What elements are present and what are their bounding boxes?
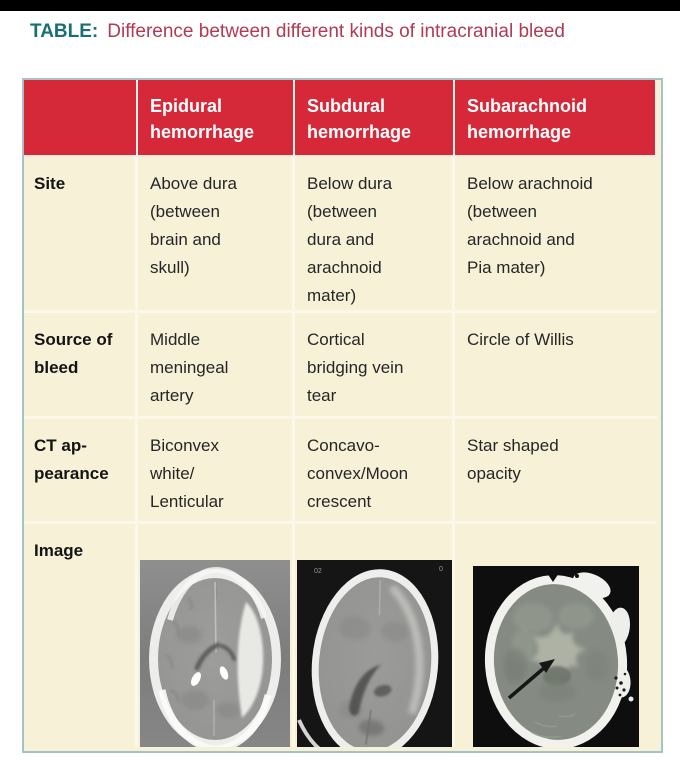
subdural-ct-scan: 02 0	[297, 560, 452, 747]
ventricle-dark	[349, 664, 381, 716]
cell-image-subdural: 02 0	[295, 524, 455, 747]
cell-image-epidural	[138, 524, 295, 747]
cell-source-epidural: Middle meningeal artery	[138, 313, 295, 419]
header-empty-cell	[24, 80, 138, 157]
cell-source-subdural: Cortical bridging vein tear	[295, 313, 455, 419]
page-title: TABLE: Difference between different kinds…	[30, 21, 565, 43]
scan-label-topleft: 02	[314, 568, 322, 575]
header-subarachnoid: Subarachnoid hemorrhage	[455, 80, 657, 157]
epidural-ct-scan	[140, 560, 290, 747]
cell-site-subdural: Below dura (between dura and arachnoid m…	[295, 157, 455, 313]
cell-site-subarachnoid: Below arachnoid (between arachnoid and P…	[455, 157, 657, 313]
calcifications	[191, 666, 229, 686]
title-prefix: TABLE:	[30, 21, 99, 42]
cell-ct-subdural: Concavo- convex/Moon crescent	[295, 419, 455, 524]
title-text: Difference between different kinds of in…	[107, 21, 565, 42]
intracranial-bleed-table: Epidural hemorrhage Subdural hemorrhage …	[22, 78, 663, 753]
scan-label-topright: 0	[439, 566, 443, 573]
cell-ct-epidural: Biconvex white/ Lenticular	[138, 419, 295, 524]
cell-ct-subarachnoid: Star shaped opacity	[455, 419, 657, 524]
star-shaped-opacity	[529, 622, 587, 680]
subarachnoid-ct-scan	[473, 566, 639, 747]
cell-image-subarachnoid	[455, 524, 657, 747]
row-label-source-of-bleed: Source of bleed	[24, 313, 138, 419]
row-label-ct-appearance: CT ap- pearance	[24, 419, 138, 524]
arrow-annotation	[507, 659, 555, 700]
epidural-hematoma-lens	[237, 602, 264, 718]
falx-line	[214, 581, 217, 653]
header-subdural: Subdural hemorrhage	[295, 80, 455, 157]
row-label-site: Site	[24, 157, 138, 313]
subdural-crescent	[388, 584, 424, 715]
ventricle-slits	[194, 642, 236, 671]
mastoid-speckles	[614, 672, 627, 697]
row-label-image: Image	[24, 524, 138, 747]
top-black-bar	[0, 0, 680, 11]
cell-site-epidural: Above dura (between brain and skull)	[138, 157, 295, 313]
cell-source-subarachnoid: Circle of Willis	[455, 313, 657, 419]
header-epidural: Epidural hemorrhage	[138, 80, 295, 157]
